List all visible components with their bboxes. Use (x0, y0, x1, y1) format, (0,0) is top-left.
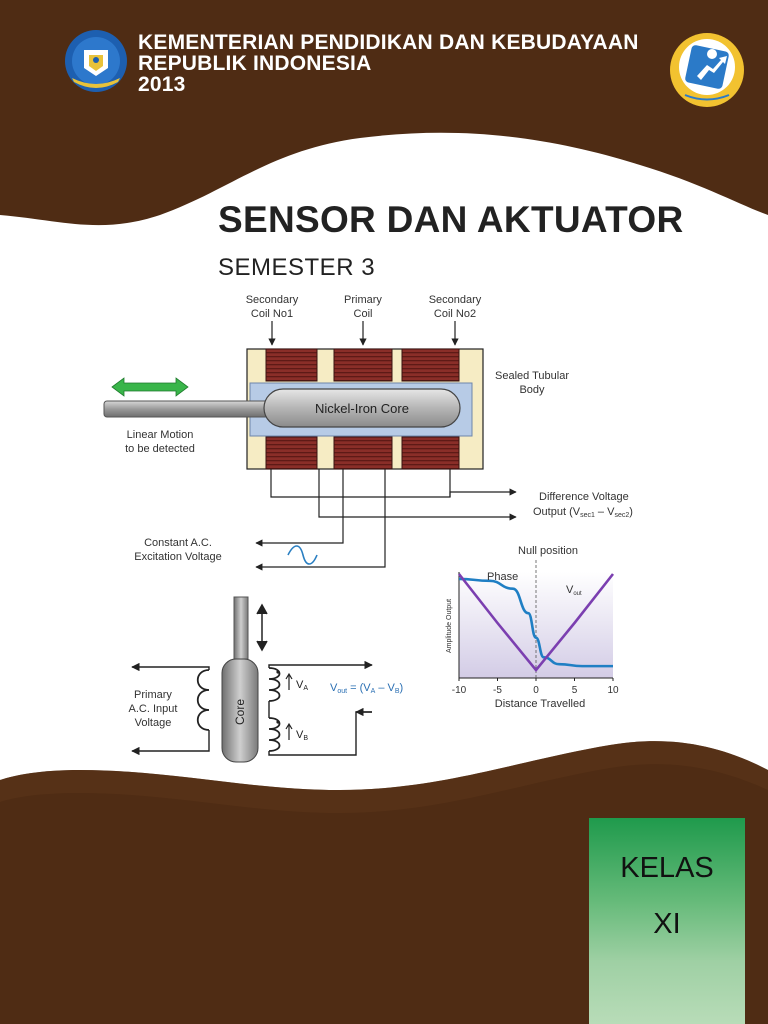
secondary-coil-1-top (265, 348, 318, 382)
core-text: Core (233, 699, 247, 725)
double-arrow-icon (111, 377, 189, 397)
nickel-iron-core (263, 388, 461, 428)
core-label: Nickel-Iron Core (315, 401, 409, 416)
chart-xlabel: Distance Travelled (495, 698, 586, 710)
va-label: VA (296, 679, 308, 692)
label-primary-coil: Primary Coil (344, 294, 382, 320)
primary-coil-line-1: Primary (344, 294, 382, 306)
excitation-label-line-1: Constant A.C. (144, 537, 212, 549)
vb-label: VB (296, 729, 308, 742)
chart-x-ticks: -10 -5 0 5 10 (452, 678, 619, 696)
secondary-coil-2-line-2: Coil No2 (434, 308, 476, 320)
secondary-coil-1-line-2: Coil No1 (251, 308, 293, 320)
primary-input-line-1: Primary (134, 689, 172, 701)
legend-vout: Vout (566, 584, 582, 597)
motion-label-line-1: Linear Motion (127, 429, 194, 441)
cover-title: SENSOR DAN AKTUATOR (218, 199, 684, 240)
primary-winding (196, 669, 210, 731)
null-position-label: Null position (518, 545, 578, 557)
diff-sub-1: sec1 (580, 512, 595, 519)
vertical-motion-arrow-icon (256, 603, 268, 652)
label-secondary-coil-2: Secondary Coil No2 (429, 294, 482, 320)
secondary-coil-2-top (401, 348, 460, 382)
secondary-coil-2-bottom (401, 436, 460, 470)
motion-label-line-2: to be detected (125, 443, 195, 455)
difference-voltage-output: Output (Vsec1 – Vsec2) (533, 506, 633, 519)
primary-coil-top (333, 348, 393, 382)
body-label-line-1: Sealed Tubular (495, 370, 569, 382)
secondary-winding-b (268, 717, 281, 752)
diff-minus: – V (595, 506, 615, 518)
secondary-coil-1-line-1: Secondary (246, 294, 299, 306)
series-line-vout (457, 573, 615, 673)
cover-subtitle: SEMESTER 3 (218, 254, 376, 281)
x-tick-label: 10 (607, 685, 619, 696)
kelas-value: XI (653, 908, 681, 940)
chart-series (457, 573, 615, 673)
kelas-label: KELAS (620, 852, 714, 884)
x-tick-label: 5 (572, 685, 578, 696)
legend-phase: Phase (487, 571, 518, 583)
kelas-box: KELAS XI (589, 818, 745, 1024)
ministry-line-2: REPUBLIK INDONESIA (138, 52, 372, 75)
series-line-phase (458, 577, 613, 668)
body-label-line-2: Body (519, 384, 545, 396)
primary-input-line-2: A.C. Input (129, 703, 178, 715)
x-tick-label: -5 (493, 685, 502, 696)
ministry-header: KEMENTERIAN PENDIDIKAN DAN KEBUDAYAAN RE… (138, 32, 639, 95)
curriculum-logo (670, 33, 744, 107)
difference-voltage-label: Difference Voltage (539, 491, 629, 503)
x-tick-label: 0 (533, 685, 539, 696)
x-tick-label: -10 (452, 685, 467, 696)
sine-wave-icon (287, 545, 318, 565)
ministry-logo (65, 30, 127, 92)
diff-close: ) (629, 506, 633, 518)
lvdt-wiring (255, 469, 517, 571)
coil-pointer-arrows (268, 321, 459, 346)
transformer-schematic: Core Primary A.C. Input Voltage (129, 596, 403, 763)
diff-sub-2: sec2 (614, 512, 629, 519)
excitation-label-line-2: Excitation Voltage (134, 551, 221, 563)
chart-ylabel: Amplitude Output (446, 599, 453, 653)
ministry-year: 2013 (138, 73, 186, 96)
primary-coil-bottom (333, 436, 393, 470)
schematic-core (221, 658, 259, 763)
secondary-winding-a (268, 667, 281, 702)
diff-output-text: Output (V (533, 506, 581, 518)
ministry-line-1: KEMENTERIAN PENDIDIKAN DAN KEBUDAYAAN (138, 31, 639, 54)
secondary-coil-1-bottom (265, 436, 318, 470)
vout-chart: Null position Amplitude Output Distance … (446, 545, 619, 710)
primary-coil-line-2: Coil (354, 308, 373, 320)
push-rod (103, 400, 271, 418)
secondary-coil-2-line-1: Secondary (429, 294, 482, 306)
schematic-rod (233, 596, 249, 660)
label-secondary-coil-1: Secondary Coil No1 (246, 294, 299, 320)
primary-input-line-3: Voltage (135, 717, 172, 729)
vout-equation: Vout = (VA – VB) (330, 682, 403, 695)
